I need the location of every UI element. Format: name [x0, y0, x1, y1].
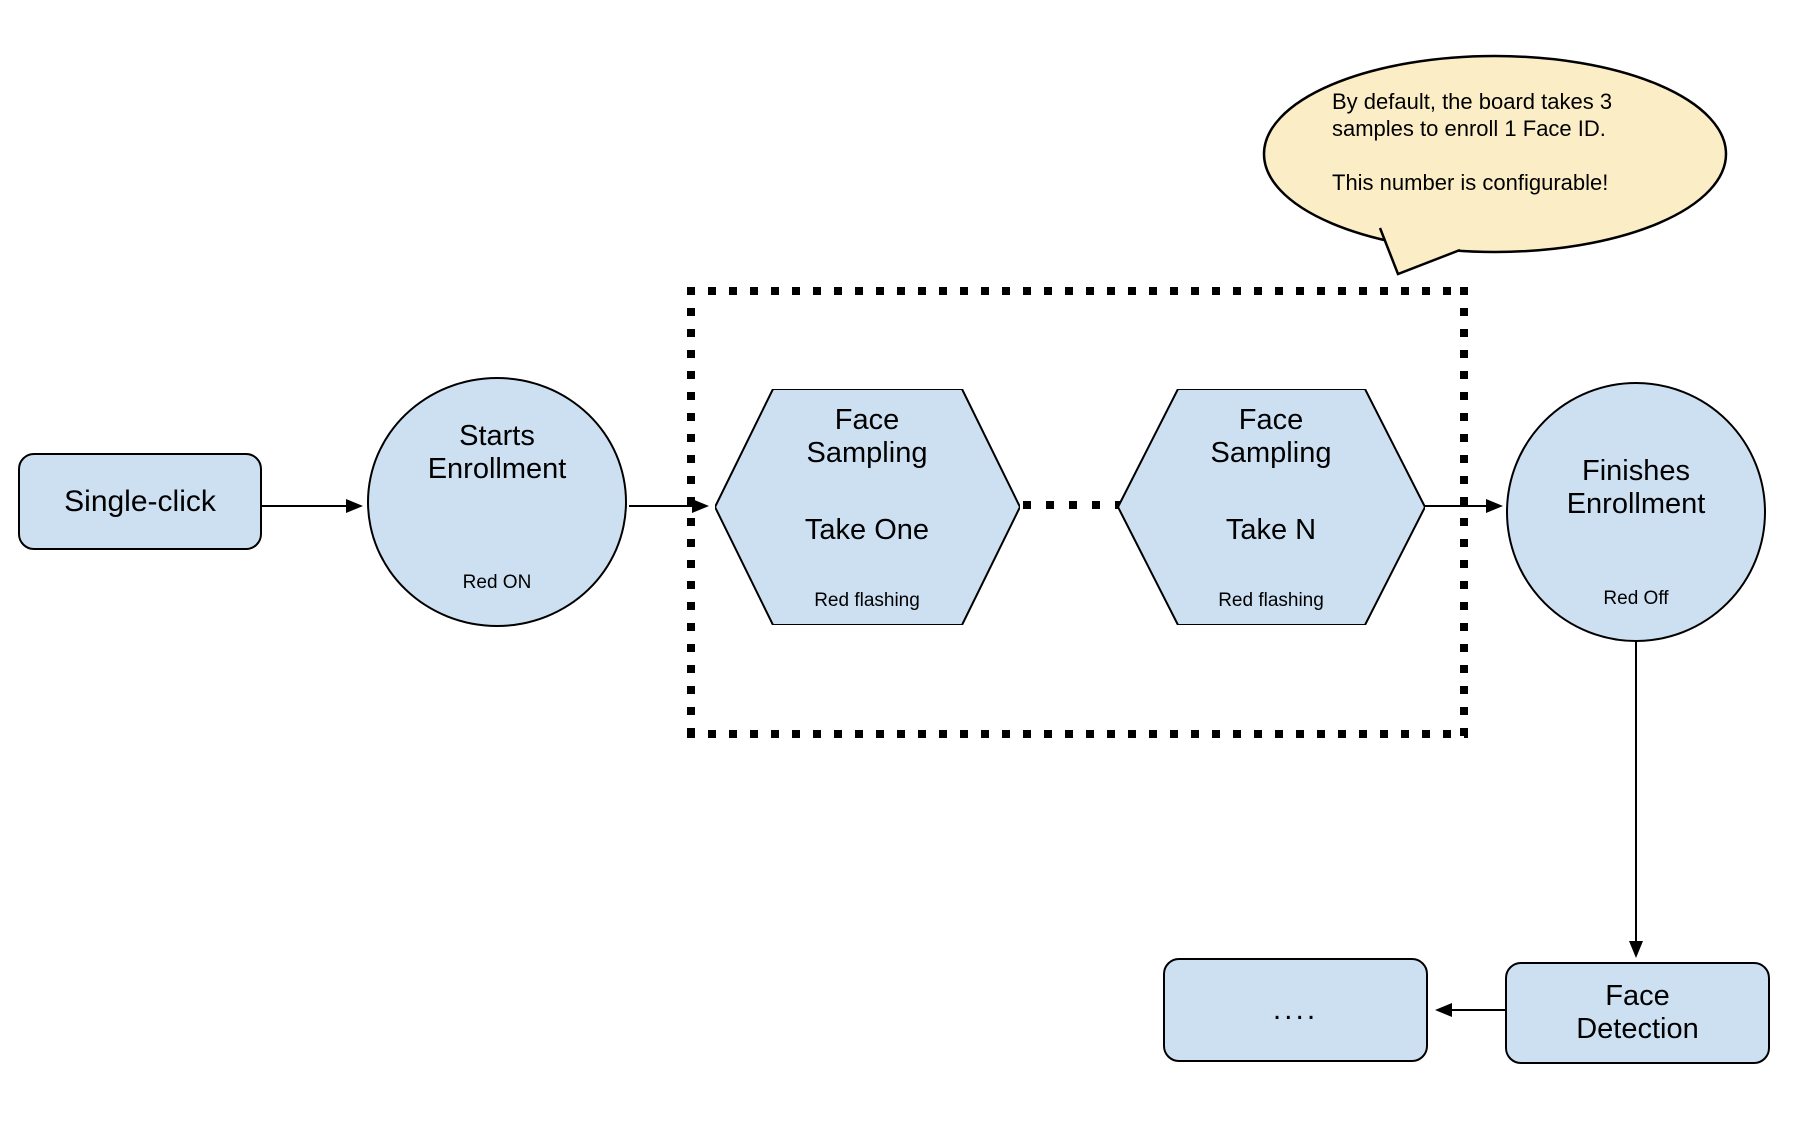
arrow-right-icon — [346, 499, 363, 513]
face-sampling-take-one-title: Face Sampling — [806, 404, 928, 469]
face-detection-label: Face Detection — [1576, 980, 1699, 1045]
face-sampling-take-n-action: Take N — [1225, 514, 1317, 546]
starts-enrollment-note: Red ON — [462, 572, 532, 593]
callout-text-line2: This number is configurable! — [1332, 170, 1609, 195]
single-click-node: Single-click — [18, 453, 262, 550]
arrow-left-icon — [1435, 1003, 1452, 1017]
face-sampling-take-n-note: Red flashing — [1218, 590, 1324, 611]
continuation-label: .... — [1272, 993, 1319, 1026]
arrow-right-icon — [692, 499, 709, 513]
arrow-line-enroll-to-sampling — [629, 505, 693, 507]
callout-text-line1: By default, the board takes 3 samples to… — [1332, 89, 1613, 141]
starts-enrollment-node — [367, 377, 627, 627]
finishes-enrollment-node — [1506, 382, 1766, 642]
face-sampling-take-one-node — [715, 389, 1020, 625]
ellipsis-dots — [1023, 501, 1121, 509]
face-sampling-take-n-title: Face Sampling — [1210, 404, 1332, 469]
continuation-node: .... — [1163, 958, 1428, 1062]
callout-text: By default, the board takes 3 samples to… — [1332, 88, 1664, 196]
face-detection-node: Face Detection — [1505, 962, 1770, 1064]
callout-tail — [1378, 227, 1461, 276]
arrow-down-icon — [1629, 941, 1643, 958]
finishes-enrollment-note: Red Off — [1603, 588, 1669, 609]
group-border-bottom — [687, 730, 1468, 738]
face-sampling-take-one-action: Take One — [804, 514, 930, 546]
arrow-line-finish-to-detection — [1635, 642, 1637, 942]
group-border-top — [687, 287, 1468, 295]
arrow-line-start-to-enroll — [262, 505, 347, 507]
starts-enrollment-title: Starts Enrollment — [427, 420, 567, 485]
arrow-line-detection-to-continuation — [1452, 1009, 1505, 1011]
single-click-label: Single-click — [64, 484, 216, 518]
group-border-left — [687, 287, 695, 738]
finishes-enrollment-title: Finishes Enrollment — [1566, 455, 1706, 520]
face-sampling-take-one-note: Red flashing — [814, 590, 920, 611]
face-sampling-take-n-node — [1118, 389, 1425, 625]
callout-bubble — [1262, 54, 1728, 276]
arrow-line-sampling-to-finish — [1425, 505, 1487, 507]
group-border-right — [1460, 287, 1468, 738]
arrow-right-icon — [1486, 499, 1503, 513]
